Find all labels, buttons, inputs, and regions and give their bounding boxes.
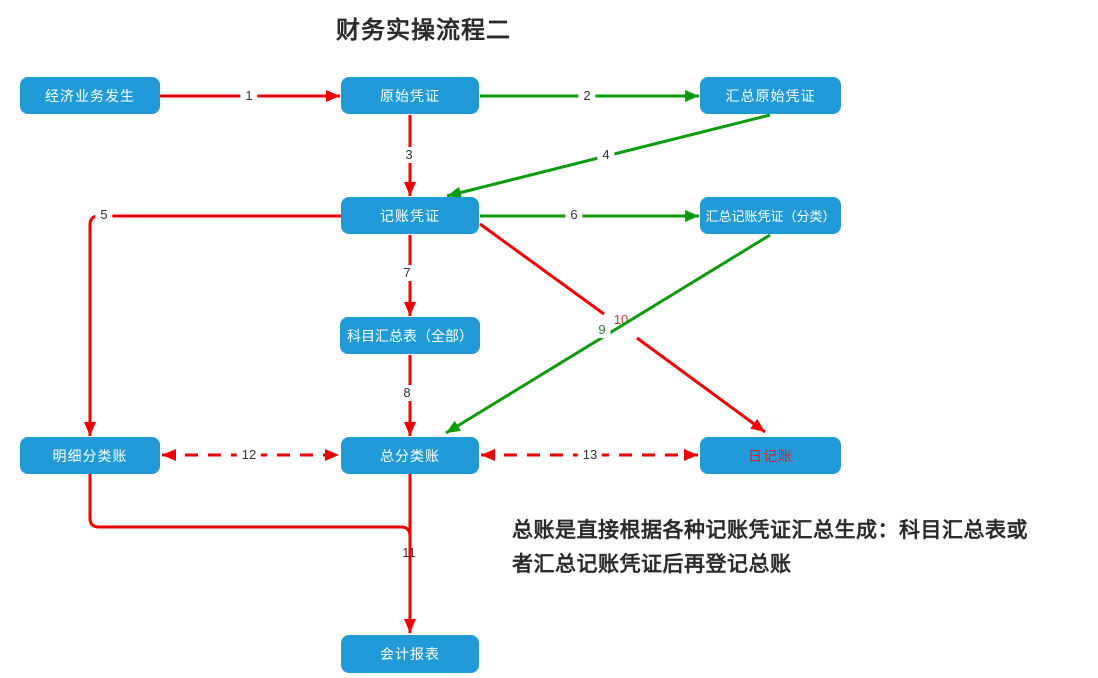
node-bookkeeping-voucher-label: 记账凭证 — [380, 207, 440, 224]
edge-11-branch-line — [88, 474, 412, 537]
node-summary-original-voucher: 汇总原始凭证 — [700, 77, 841, 114]
edge-5-line — [84, 214, 341, 436]
node-account-summary-table-label: 科目汇总表（全部） — [347, 327, 473, 344]
page-title: 财务实操流程二 — [336, 17, 511, 44]
node-summary-bookkeeping-voucher-label: 汇总记账凭证（分类） — [705, 209, 836, 224]
node-bookkeeping-voucher: 记账凭证 — [341, 197, 479, 234]
node-journal: 日记账 — [700, 437, 841, 474]
edge-3-label: 3 — [400, 147, 418, 163]
edge-10-line-b — [636, 336, 766, 434]
edge-5-label: 5 — [95, 207, 113, 223]
note-text-line1: 总账是直接根据各种记账凭证汇总生成：科目汇总表或 — [512, 519, 1028, 542]
node-journal-label: 日记账 — [748, 447, 793, 464]
edge-4-label: 4 — [597, 147, 615, 163]
note-text-line2: 者汇总记账凭证后再登记总账 — [512, 553, 792, 576]
edge-6-label: 6 — [565, 207, 583, 223]
edge-9-label: 9 — [593, 322, 611, 338]
node-business: 经济业务发生 — [20, 77, 160, 114]
edge-7-label: 7 — [398, 265, 416, 281]
node-account-summary-table: 科目汇总表（全部） — [340, 317, 480, 354]
node-original-voucher: 原始凭证 — [341, 77, 479, 114]
note-text: 总账是直接根据各种记账凭证汇总生成：科目汇总表或 者汇总记账凭证后再登记总账 — [512, 514, 1098, 582]
node-summary-bookkeeping-voucher: 汇总记账凭证（分类） — [700, 197, 841, 234]
edge-10-line-a — [479, 222, 605, 316]
node-general-ledger-label: 总分类账 — [380, 447, 440, 464]
edge-12-label: 12 — [236, 447, 262, 463]
node-subsidiary-ledger: 明细分类账 — [20, 437, 160, 474]
edge-1-label: 1 — [240, 88, 258, 104]
edge-13-label: 13 — [577, 447, 603, 463]
node-accounting-statements: 会计报表 — [341, 635, 479, 673]
node-summary-original-voucher-label: 汇总原始凭证 — [725, 87, 816, 104]
node-business-label: 经济业务发生 — [45, 87, 135, 104]
node-subsidiary-ledger-label: 明细分类账 — [52, 447, 128, 464]
node-accounting-statements-label: 会计报表 — [380, 646, 440, 662]
edge-2-label: 2 — [578, 88, 596, 104]
node-general-ledger: 总分类账 — [341, 437, 479, 474]
node-original-voucher-label: 原始凭证 — [380, 87, 440, 104]
edge-8-label: 8 — [398, 385, 416, 401]
